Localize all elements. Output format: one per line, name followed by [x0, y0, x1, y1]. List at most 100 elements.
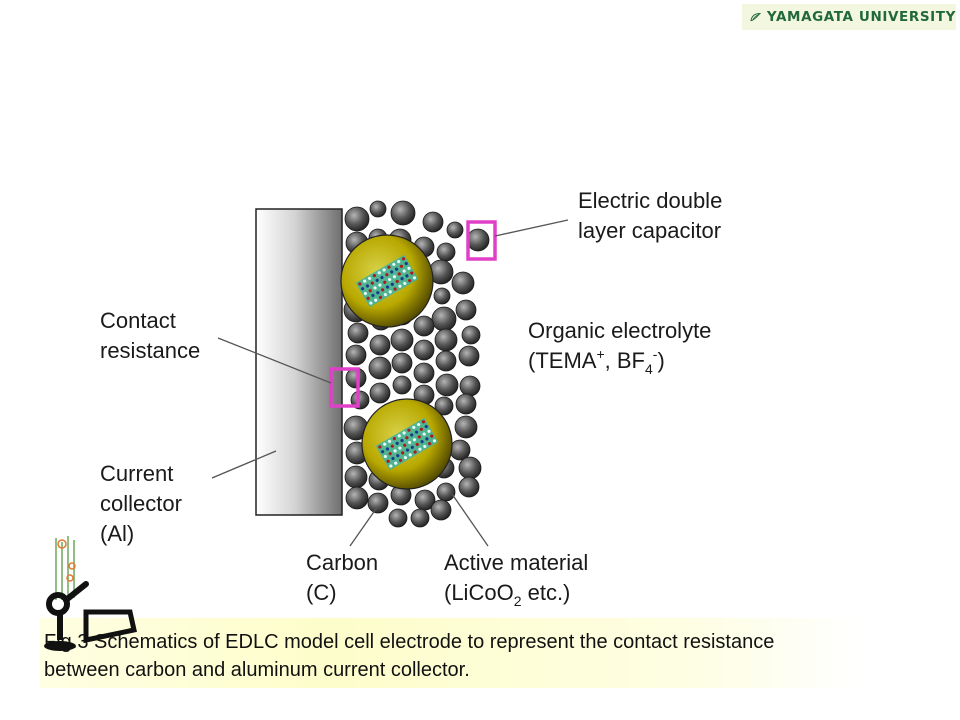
- lattice-atom: [402, 269, 406, 273]
- lattice-atom: [388, 290, 392, 294]
- lattice-atom: [385, 285, 390, 289]
- lattice-atom: [403, 443, 407, 447]
- lattice-atom: [375, 278, 379, 282]
- lattice-atom: [366, 296, 370, 300]
- lattice-atom: [412, 438, 417, 442]
- carbon-particle: [391, 352, 413, 374]
- carbon-particle: [430, 499, 452, 521]
- lattice-atom: [401, 257, 406, 261]
- lattice-atom: [412, 425, 416, 429]
- contact-label-line2: resistance: [100, 338, 200, 363]
- figure-caption: Fig.3 Schematics of EDLC model cell elec…: [44, 628, 874, 684]
- lattice-atom: [370, 281, 374, 285]
- caption-line1: Fig.3 Schematics of EDLC model cell elec…: [44, 631, 775, 653]
- lattice-atom: [378, 445, 382, 449]
- active-label-line1: Active material: [444, 550, 588, 575]
- active-leader-line: [451, 493, 489, 547]
- carbon-particle: [369, 334, 391, 356]
- edlc-leader-line: [494, 219, 569, 237]
- lattice-atom: [420, 440, 424, 444]
- lattice-atom: [373, 286, 377, 290]
- lattice-atom: [417, 422, 421, 427]
- lattice-atom: [393, 449, 397, 453]
- lattice-atom: [403, 281, 407, 286]
- lattice-atom: [394, 267, 399, 271]
- carbon-particle: [345, 344, 367, 366]
- leaf-logo-icon: [750, 13, 761, 21]
- lattice-atom: [418, 447, 422, 451]
- carbon-particle: [369, 382, 391, 404]
- lattice-atom: [408, 453, 412, 457]
- lattice-atom: [382, 268, 386, 272]
- lattice-atom: [415, 442, 419, 447]
- lattice-atom: [423, 444, 427, 449]
- carbon-label-line1: Carbon: [306, 550, 378, 575]
- lattice-atom: [392, 275, 397, 279]
- lattice-atom: [396, 454, 400, 458]
- carbon-particle: [344, 206, 370, 232]
- carbon-particle: [449, 439, 471, 461]
- lattice-atom: [367, 276, 372, 280]
- lattice-atom: [405, 274, 409, 278]
- carbon-particle: [369, 200, 387, 218]
- active-particle-top: [340, 234, 434, 328]
- carbon-particle: [390, 328, 414, 352]
- carbon-particle: [368, 356, 392, 380]
- lattice-atom: [407, 428, 411, 432]
- lattice-atom: [395, 279, 399, 284]
- lattice-atom: [368, 289, 372, 293]
- logo-text: YAMAGATA UNIVERSITY: [766, 9, 956, 25]
- carbon-particle: [458, 456, 482, 480]
- collector-leader-line: [211, 450, 277, 479]
- lattice-atom: [387, 265, 391, 269]
- lattice-atom: [377, 271, 381, 275]
- lattice-atom: [398, 284, 402, 288]
- carbon-particle: [414, 489, 436, 511]
- lattice-atom: [380, 275, 384, 280]
- lattice-atom: [383, 454, 387, 459]
- lattice-atom: [397, 434, 401, 438]
- contact-label-line1: Contact: [100, 308, 176, 333]
- carbon-particle: [458, 476, 480, 498]
- carbon-particle: [458, 345, 480, 367]
- lattice-atom: [392, 436, 396, 441]
- lattice-atom: [390, 270, 394, 274]
- crystal-lattice: [355, 254, 419, 308]
- lattice-atom: [410, 433, 414, 437]
- lattice-atom: [427, 429, 431, 433]
- carbon-particle: [388, 508, 408, 528]
- lattice-atom: [383, 293, 387, 297]
- carbon-particle: [422, 211, 444, 233]
- lattice-atom: [395, 441, 399, 445]
- carbon-particle: [451, 271, 475, 295]
- university-logo: YAMAGATA UNIVERSITY: [742, 4, 956, 30]
- lattice-atom: [422, 432, 426, 436]
- lattice-atom: [390, 282, 394, 286]
- lattice-atom: [365, 284, 370, 288]
- current-collector-plate: [255, 208, 343, 516]
- carbon-particle: [347, 322, 369, 344]
- leader-lines: [211, 219, 569, 547]
- lattice-atom: [401, 451, 405, 455]
- lattice-atom: [378, 283, 382, 287]
- lattice-atom: [405, 448, 410, 452]
- contact-resistance-highlight-box: [329, 367, 360, 408]
- lattice-atom: [402, 431, 406, 435]
- carbon-particle: [434, 328, 458, 352]
- lattice-atom: [387, 277, 392, 282]
- lattice-atom: [374, 298, 378, 302]
- carbon-particle: [436, 482, 456, 502]
- lattice-atom: [378, 295, 383, 300]
- carbon-particle: [455, 393, 477, 415]
- lattice-atom: [400, 438, 404, 443]
- lattice-atom: [376, 291, 380, 295]
- edlc-label-line1: Electric double: [578, 188, 722, 213]
- lattice-atom: [400, 277, 404, 281]
- carbon-particle: [434, 396, 454, 416]
- lattice-atom: [413, 450, 417, 454]
- lattice-atom: [398, 446, 402, 450]
- carbon-particle: [344, 465, 368, 489]
- lattice-atom: [394, 461, 398, 465]
- edlc-label-line2: layer capacitor: [578, 218, 721, 243]
- collector-label-line2: collector: [100, 491, 182, 516]
